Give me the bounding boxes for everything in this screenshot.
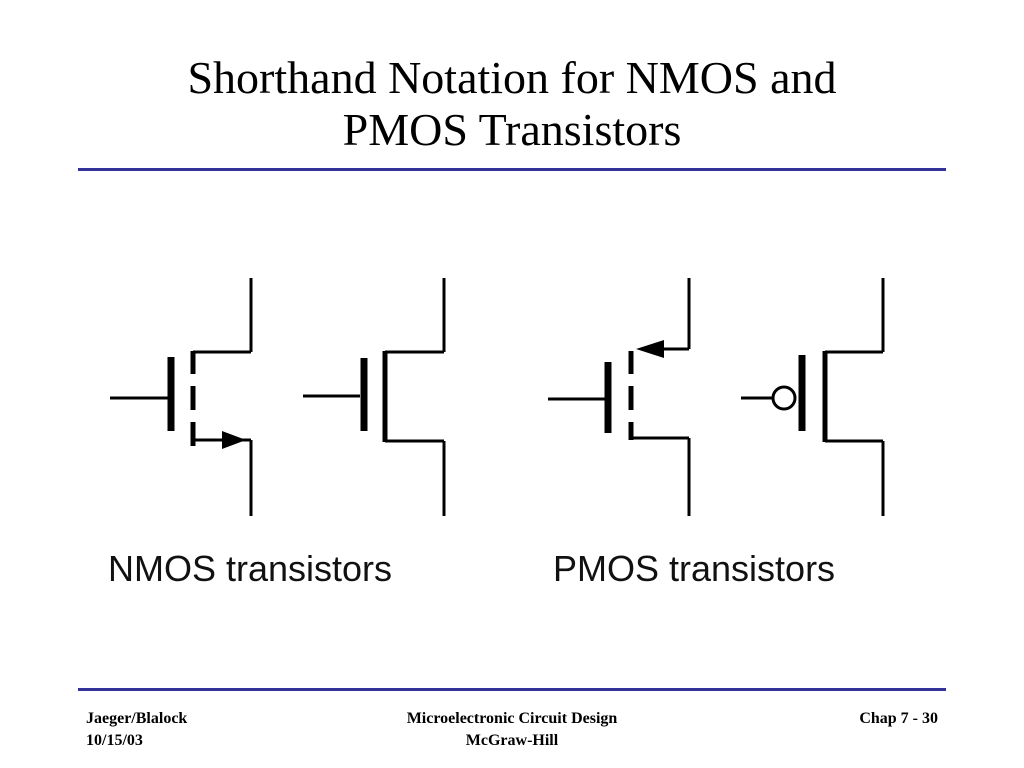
slide-title-line-1: Shorthand Notation for NMOS and <box>187 52 837 103</box>
pmos-shorthand-symbol <box>741 278 885 516</box>
slide-title: Shorthand Notation for NMOS and PMOS Tra… <box>0 52 1024 156</box>
pmos-caption: PMOS transistors <box>553 548 836 589</box>
footer-right: Chap 7 - 30 <box>800 708 938 730</box>
footer-authors: Jaeger/Blalock <box>86 710 188 727</box>
title-divider <box>78 168 946 171</box>
nmos-enhancement-symbol <box>110 278 253 516</box>
footer-book-title: Microelectronic Circuit Design <box>406 710 618 727</box>
footer-left: Jaeger/Blalock 10/15/03 <box>86 708 187 752</box>
footer-center: Microelectronic Circuit Design McGraw-Hi… <box>312 708 712 752</box>
footer-date: 10/15/03 <box>86 732 143 749</box>
footer-divider <box>78 688 946 691</box>
footer-publisher: McGraw-Hill <box>465 732 559 749</box>
nmos-caption: NMOS transistors <box>108 548 393 589</box>
nmos-shorthand-symbol <box>303 278 446 516</box>
pmos-enhancement-symbol <box>548 278 691 516</box>
slide-title-line-2: PMOS Transistors <box>342 104 682 155</box>
footer-page-number: Chap 7 - 30 <box>859 710 938 727</box>
